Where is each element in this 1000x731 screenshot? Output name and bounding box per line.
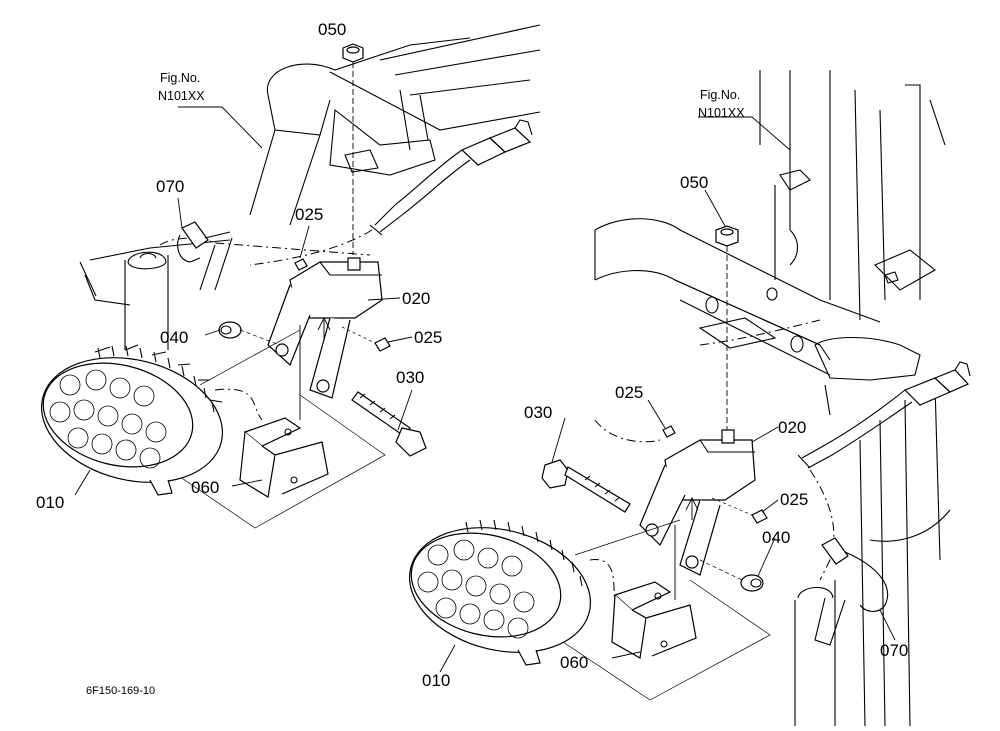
left-label-040: 040 [160, 328, 188, 347]
left-wire-connector [249, 119, 533, 266]
left-floor-outline [169, 329, 386, 529]
right-view: Fig.No. N101XX 050 025 030 020 025 040 0… [408, 70, 971, 727]
left-part-030-bolt [351, 391, 427, 457]
right-label-040: 040 [762, 528, 790, 547]
left-part-060-bracket [239, 325, 329, 498]
left-frame-structure [79, 24, 541, 350]
right-part-060-bracket [611, 525, 697, 659]
right-label-025-side: 025 [780, 490, 808, 509]
left-label-025-side: 025 [414, 328, 442, 347]
right-floor-outline [559, 519, 771, 701]
right-fig-ref-line2: N101XX [698, 106, 745, 120]
right-label-020: 020 [778, 418, 806, 437]
left-part-020-bracket [267, 257, 383, 399]
right-wire-connector [797, 361, 971, 581]
right-label-025-top: 025 [615, 383, 643, 402]
left-part-050-nut [342, 43, 364, 255]
right-fig-ref-line1: Fig.No. [700, 88, 740, 102]
left-leader-lines [74, 106, 413, 496]
left-label-060: 060 [191, 478, 219, 497]
left-fig-ref-line2: N101XX [158, 89, 205, 103]
right-part-070-clip [821, 537, 889, 612]
right-part-020-bracket [639, 429, 756, 576]
right-label-050: 050 [680, 173, 708, 192]
left-part-025-screws [294, 258, 391, 352]
left-label-050: 050 [318, 20, 346, 39]
right-part-030-bolt [541, 459, 631, 513]
left-view: Fig.No. N101XX 050 070 025 020 040 025 0… [36, 20, 541, 529]
right-label-070: 070 [880, 641, 908, 660]
left-label-025-top: 025 [295, 205, 323, 224]
right-frame-structure [594, 70, 951, 727]
drawing-code: 6F150-169-10 [86, 685, 155, 697]
left-label-020: 020 [402, 289, 430, 308]
right-leader-lines [439, 116, 896, 673]
left-label-070: 070 [156, 177, 184, 196]
right-part-040-spacer [699, 559, 764, 592]
right-part-025-screws [662, 425, 768, 524]
left-label-010: 010 [36, 493, 64, 512]
right-label-060: 060 [560, 653, 588, 672]
left-part-070-clip [177, 221, 231, 263]
left-part-010-lamp [40, 344, 224, 496]
right-label-030: 030 [524, 403, 552, 422]
right-label-010: 010 [422, 671, 450, 690]
right-part-050-nut [715, 225, 739, 430]
right-part-010-lamp [408, 519, 592, 666]
left-fig-ref-line1: Fig.No. [160, 71, 200, 85]
left-label-030: 030 [396, 368, 424, 387]
